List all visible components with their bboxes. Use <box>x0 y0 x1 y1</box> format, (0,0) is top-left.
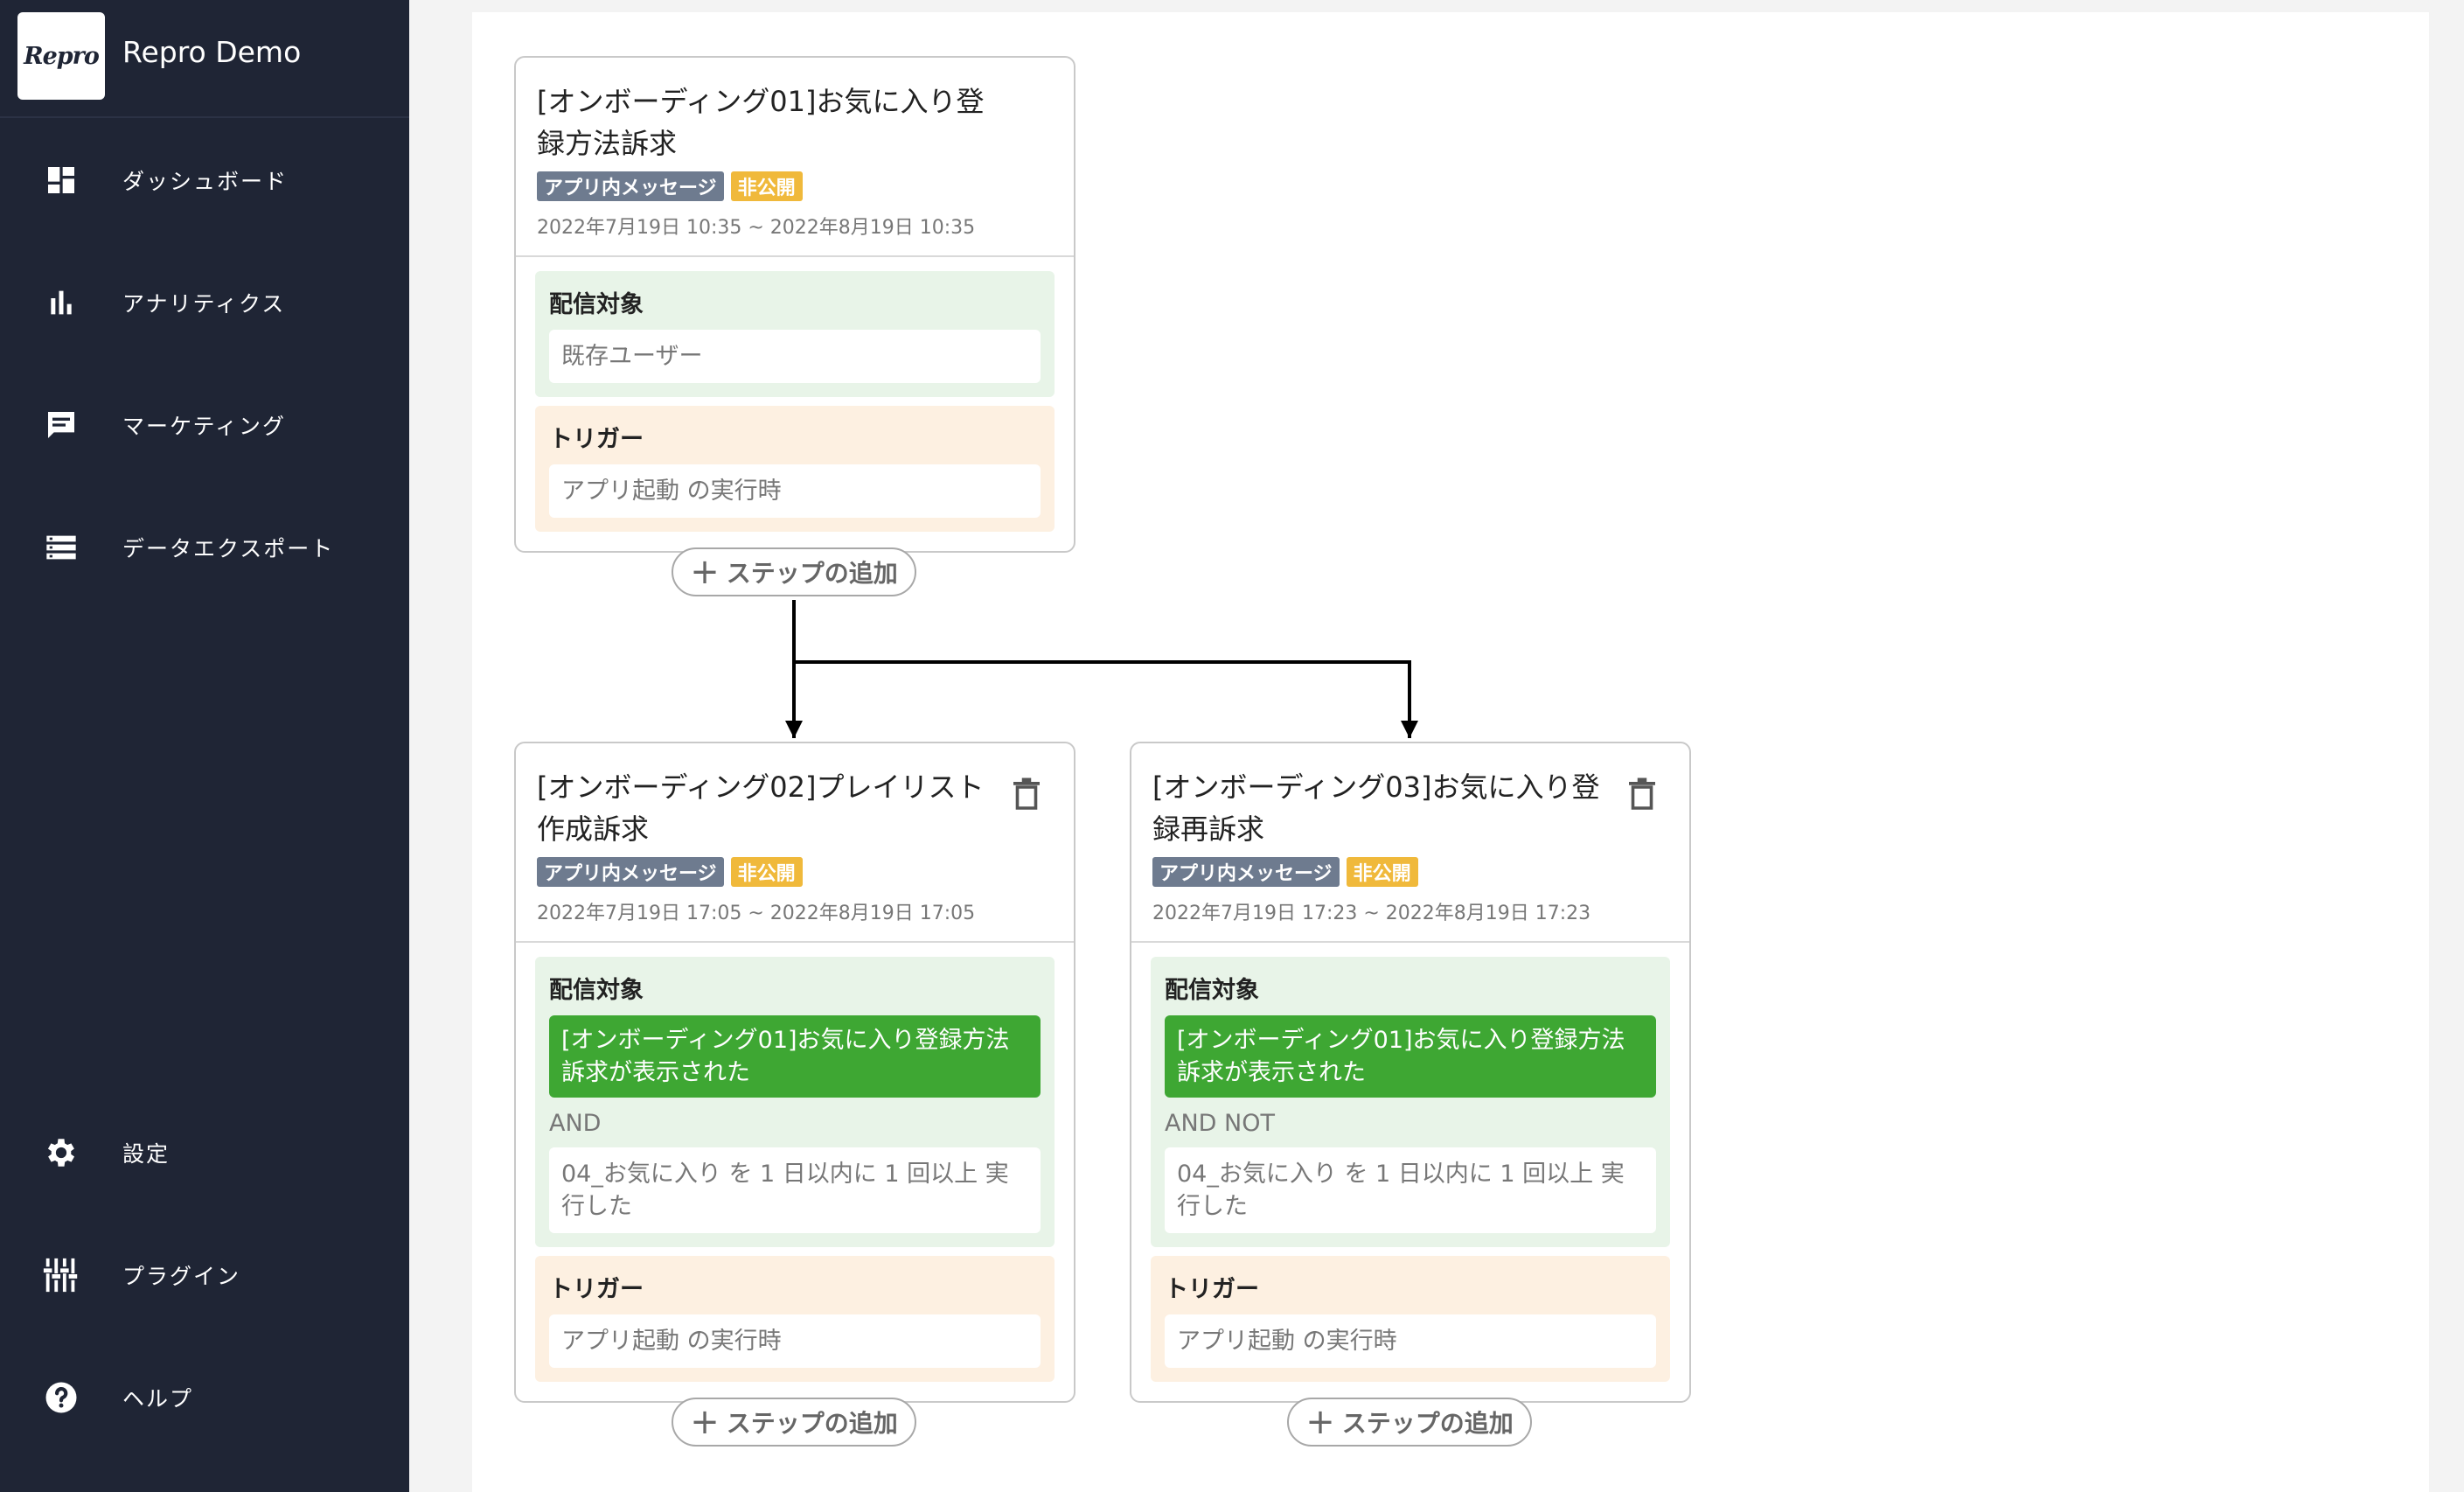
sidebar-item-help[interactable]: ヘルプ <box>0 1354 409 1441</box>
bar-chart-icon <box>40 282 82 324</box>
condition-operator: AND <box>549 1110 602 1137</box>
target-segment: [オンボーディング01]お気に入り登録方法訴求が表示された <box>549 1015 1041 1098</box>
add-step-button-2[interactable]: + ステップの追加 <box>672 1398 916 1447</box>
trigger-title: トリガー <box>549 1276 644 1303</box>
target-condition: 04_お気に入り を 1 日以内に 1 回以上 実行した <box>1165 1147 1656 1233</box>
trigger-value: アプリ起動 の実行時 <box>1165 1314 1656 1368</box>
add-step-label: ステップの追加 <box>1341 1409 1514 1438</box>
target-title: 配信対象 <box>549 977 644 1004</box>
trigger-value: アプリ起動 の実行時 <box>549 1314 1041 1368</box>
trigger-section: トリガー アプリ起動 の実行時 <box>535 406 1055 532</box>
sidebar-item-settings[interactable]: 設定 <box>0 1109 409 1196</box>
status-badge: 非公開 <box>730 857 803 887</box>
repro-logo[interactable]: Repro <box>17 12 105 100</box>
type-badge: アプリ内メッセージ <box>537 857 724 887</box>
trash-icon[interactable] <box>1011 777 1042 813</box>
target-title: 配信対象 <box>1165 977 1259 1004</box>
gear-icon <box>40 1132 82 1174</box>
brand-header: Repro Repro Demo <box>0 0 409 118</box>
sidebar-item-label: プラグイン <box>122 1264 241 1289</box>
sidebar-item-marketing[interactable]: マーケティング <box>0 381 409 469</box>
sidebar-item-plugins[interactable]: プラグイン <box>0 1231 409 1319</box>
sidebar-item-label: データエクスポート <box>122 536 335 561</box>
message-icon <box>40 404 82 446</box>
storage-icon <box>40 526 82 568</box>
trigger-title: トリガー <box>549 426 644 453</box>
add-step-label: ステップの追加 <box>726 559 898 588</box>
card-title[interactable]: [オンボーディング02]プレイリスト作成訴求 <box>537 770 985 846</box>
arrow-head-left <box>785 721 803 738</box>
step-card-1[interactable]: [オンボーディング01]お気に入り登録方法訴求 アプリ内メッセージ 非公開 20… <box>514 56 1075 553</box>
plus-icon: + <box>690 1402 720 1442</box>
plus-icon: + <box>1305 1402 1335 1442</box>
trigger-section: トリガー アプリ起動 の実行時 <box>1151 1256 1670 1382</box>
dashboard-icon <box>40 159 82 201</box>
target-title: 配信対象 <box>549 291 644 318</box>
condition-operator: AND NOT <box>1165 1110 1275 1137</box>
status-badge: 非公開 <box>730 171 803 201</box>
step-card-2[interactable]: [オンボーディング02]プレイリスト作成訴求 アプリ内メッセージ 非公開 202… <box>514 742 1075 1403</box>
trigger-title: トリガー <box>1165 1276 1259 1303</box>
trash-icon[interactable] <box>1626 777 1658 813</box>
step-card-3[interactable]: [オンボーディング03]お気に入り登録再訴求 アプリ内メッセージ 非公開 202… <box>1130 742 1691 1403</box>
card-title[interactable]: [オンボーディング03]お気に入り登録再訴求 <box>1152 770 1600 846</box>
sidebar-item-label: マーケティング <box>122 414 287 439</box>
arrow-head-right <box>1401 721 1418 738</box>
schedule-period: 2022年7月19日 17:05 ~ 2022年8月19日 17:05 <box>537 903 976 924</box>
connector-line-right <box>794 660 1411 738</box>
trigger-value: アプリ起動 の実行時 <box>549 464 1041 518</box>
app-name: Repro Demo <box>122 35 302 69</box>
target-value: 既存ユーザー <box>549 330 1041 383</box>
status-badge: 非公開 <box>1346 857 1418 887</box>
add-step-button-1[interactable]: + ステップの追加 <box>672 547 916 596</box>
help-icon <box>40 1377 82 1419</box>
card-title[interactable]: [オンボーディング01]お気に入り登録方法訴求 <box>537 85 985 160</box>
type-badge: アプリ内メッセージ <box>1152 857 1340 887</box>
schedule-period: 2022年7月19日 17:23 ~ 2022年8月19日 17:23 <box>1152 903 1591 924</box>
sidebar-item-label: 設定 <box>122 1141 171 1167</box>
target-condition: 04_お気に入り を 1 日以内に 1 回以上 実行した <box>549 1147 1041 1233</box>
trigger-section: トリガー アプリ起動 の実行時 <box>535 1256 1055 1382</box>
sidebar-item-label: アナリティクス <box>122 291 286 317</box>
target-section: 配信対象 既存ユーザー <box>535 271 1055 397</box>
card-header: [オンボーディング01]お気に入り登録方法訴求 アプリ内メッセージ 非公開 20… <box>516 58 1074 257</box>
card-header: [オンボーディング02]プレイリスト作成訴求 アプリ内メッセージ 非公開 202… <box>516 743 1074 943</box>
sidebar-item-dashboard[interactable]: ダッシュボード <box>0 136 409 224</box>
card-header: [オンボーディング03]お気に入り登録再訴求 アプリ内メッセージ 非公開 202… <box>1131 743 1689 943</box>
type-badge: アプリ内メッセージ <box>537 171 724 201</box>
sidebar: Repro Repro Demo ダッシュボード アナリティクス マーケティング… <box>0 0 409 1492</box>
tune-icon <box>40 1254 82 1296</box>
sidebar-item-data-export[interactable]: データエクスポート <box>0 504 409 591</box>
sidebar-item-label: ダッシュボード <box>122 169 289 194</box>
schedule-period: 2022年7月19日 10:35 ~ 2022年8月19日 10:35 <box>537 217 976 239</box>
sidebar-item-analytics[interactable]: アナリティクス <box>0 259 409 346</box>
add-step-label: ステップの追加 <box>726 1409 898 1438</box>
target-section: 配信対象 [オンボーディング01]お気に入り登録方法訴求が表示された AND N… <box>1151 957 1670 1247</box>
sidebar-item-label: ヘルプ <box>122 1386 194 1412</box>
plus-icon: + <box>690 552 720 592</box>
add-step-button-3[interactable]: + ステップの追加 <box>1287 1398 1532 1447</box>
target-section: 配信対象 [オンボーディング01]お気に入り登録方法訴求が表示された AND 0… <box>535 957 1055 1247</box>
target-segment: [オンボーディング01]お気に入り登録方法訴求が表示された <box>1165 1015 1656 1098</box>
